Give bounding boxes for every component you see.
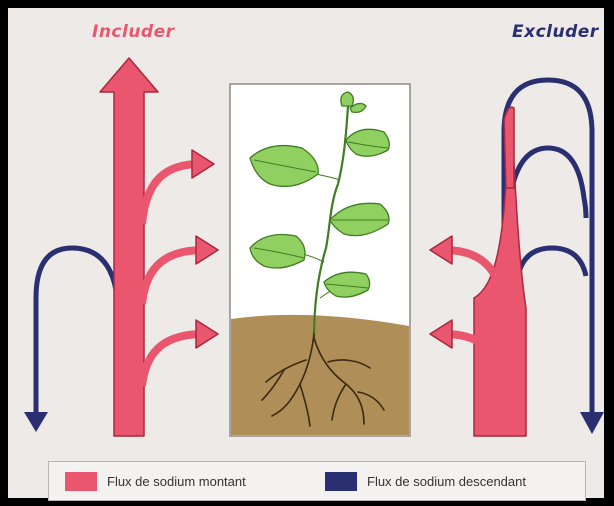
- legend-label-descending-flux: Flux de sodium descendant: [367, 474, 526, 489]
- includer-rising-flux-main-arrow: [100, 58, 158, 436]
- excluder-rising-flux-tip: [504, 107, 514, 188]
- legend-swatch-descending-flux: [325, 472, 357, 491]
- includer-rising-branch-bottom: [142, 334, 204, 386]
- includer-flux-group: [24, 58, 218, 436]
- excluder-descending-loop-middle: [510, 148, 586, 218]
- sodium-flux-diagram: .pink { fill: #e9566e; stroke: #a8283f; …: [8, 8, 604, 498]
- includer-branch-bottom-arrowhead: [196, 320, 218, 348]
- legend: Flux de sodium montant Flux de sodium de…: [48, 461, 586, 501]
- excluder-flux-group: [430, 80, 604, 436]
- legend-label-rising-flux: Flux de sodium montant: [107, 474, 246, 489]
- includer-descending-arrowhead: [24, 412, 48, 432]
- diagram-panel: .pink { fill: #e9566e; stroke: #a8283f; …: [8, 8, 604, 498]
- excluder-branch-bottom-arrowhead: [430, 320, 452, 348]
- excluder-title: Excluder: [512, 22, 599, 42]
- excluder-descending-arrowhead: [580, 412, 604, 434]
- plant-illustration: [230, 84, 410, 436]
- includer-rising-branch-middle: [142, 250, 204, 304]
- soil: [231, 315, 409, 435]
- includer-branch-middle-arrowhead: [196, 236, 218, 264]
- includer-descending-flux-arrow: [36, 248, 116, 416]
- excluder-branch-top-arrowhead: [430, 236, 452, 264]
- includer-branch-top-arrowhead: [192, 150, 214, 178]
- includer-title: Includer: [92, 22, 175, 42]
- excluder-descending-loop-inner: [518, 248, 586, 276]
- legend-swatch-rising-flux: [65, 472, 97, 491]
